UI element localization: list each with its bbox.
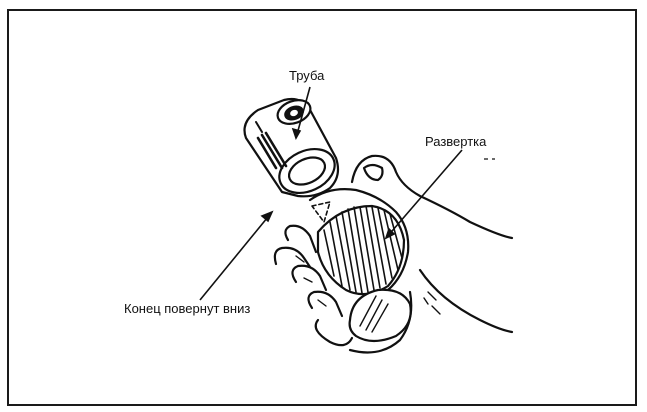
reamer-label: Развертка <box>425 135 486 148</box>
tube-drawing <box>245 96 342 202</box>
end-down-label: Конец повернут вниз <box>124 302 250 315</box>
tube-label: Труба <box>289 69 324 82</box>
